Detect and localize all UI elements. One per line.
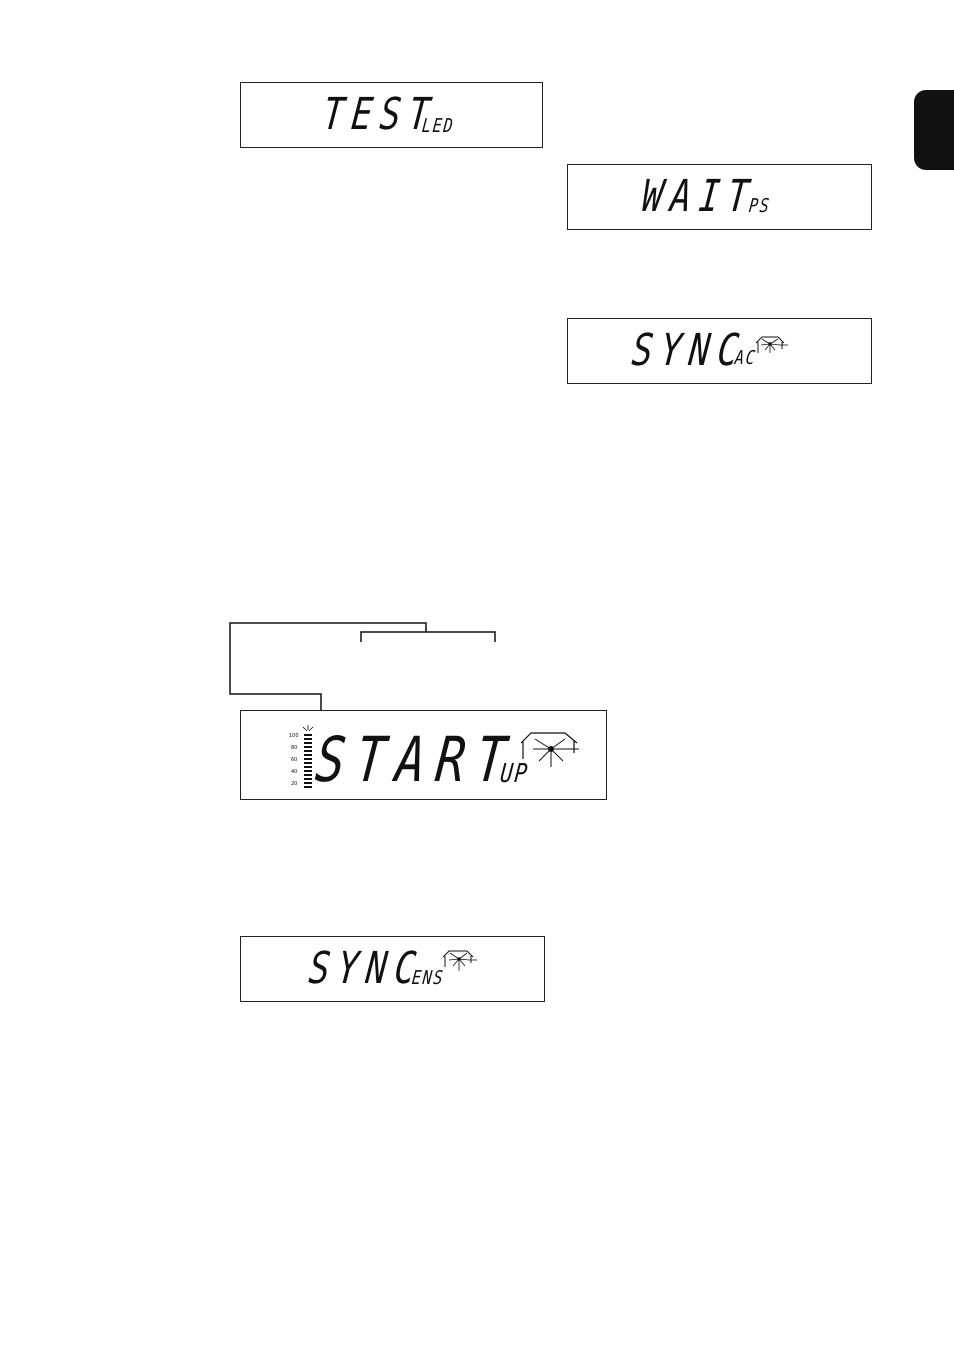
scale-label: 80 [291,745,298,751]
lcd-sub-text: LED [420,115,456,137]
scale-label: 20 [291,781,298,787]
lcd-main-text: WAIT [639,171,759,222]
lcd-sub-text: PS [747,195,772,217]
house-sun-icon [520,732,579,767]
lcd-display-sync-ens: SYNC ENS [240,936,545,1002]
lcd-display-test: TEST LED [240,82,543,148]
scale-label: 40 [291,769,298,775]
lcd-main-text: SYNC [629,325,749,376]
scale-label: 100 [289,733,299,739]
house-sun-icon [755,336,788,353]
lcd-display-wait: WAIT PS [567,164,872,230]
bar-stack [302,725,314,788]
connector-lines [229,622,496,730]
house-sun-icon [442,950,477,971]
scale-label: 60 [291,757,298,763]
lcd-display-sync-ac: SYNC AC [567,318,872,384]
section-tab [914,90,954,170]
lcd-display-startup: 100 80 60 40 20 START UP [240,710,607,800]
bar-graph-icon: 100 80 60 40 20 [289,725,315,793]
lcd-main-text: START [312,723,521,796]
lcd-main-text: SYNC [306,943,426,994]
